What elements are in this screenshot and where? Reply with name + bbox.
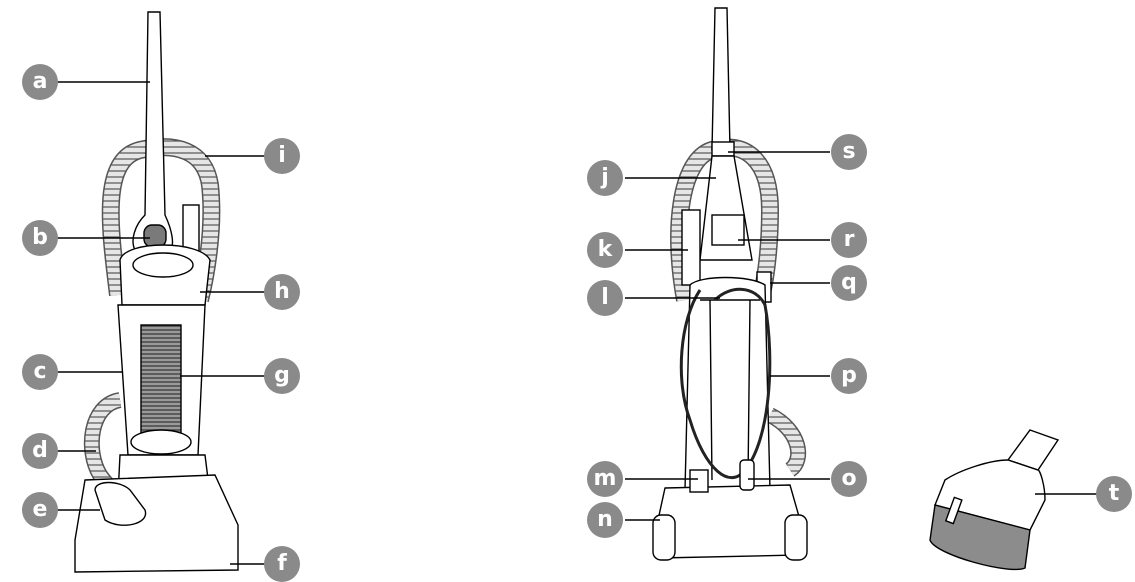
label-s: s	[831, 134, 867, 170]
leader-lines	[56, 81, 1100, 565]
label-d: d	[22, 433, 58, 469]
rear-view-vacuum	[652, 7, 808, 561]
label-j: j	[587, 160, 623, 196]
front-view-vacuum	[74, 11, 239, 573]
label-n: n	[587, 502, 623, 538]
rear-release-pedal	[689, 469, 709, 493]
label-g: g	[264, 358, 300, 394]
label-o: o	[831, 461, 867, 497]
label-i: i	[264, 138, 300, 174]
front-pedal	[94, 481, 147, 526]
label-f: f	[264, 546, 300, 582]
rear-wheel-left	[652, 514, 676, 561]
turbo-brush-tool	[929, 429, 1060, 571]
label-l: l	[587, 280, 623, 316]
label-c: c	[22, 354, 58, 390]
rear-wheel-right	[784, 514, 808, 561]
label-t: t	[1096, 476, 1132, 512]
label-b: b	[22, 220, 58, 256]
label-r: r	[831, 222, 867, 258]
label-q: q	[831, 265, 867, 301]
label-p: p	[831, 358, 867, 394]
label-h: h	[264, 274, 300, 310]
label-e: e	[22, 492, 58, 528]
label-k: k	[587, 232, 623, 268]
label-m: m	[587, 461, 623, 497]
rear-latch	[739, 459, 755, 491]
label-a: a	[22, 64, 58, 100]
front-filter	[140, 324, 182, 441]
